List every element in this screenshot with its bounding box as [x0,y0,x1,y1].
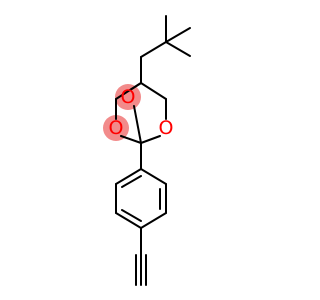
atom-label-oxygen-right: O [159,117,174,139]
bond-left-o-acetal [120,135,142,144]
bond-middle-o-acetal [133,105,142,144]
highlight-o-upper [115,84,141,110]
molecule-canvas: O O O [103,15,191,286]
bicyclic-cage [115,82,167,170]
bond-bridgehead-middle-ch2 [129,82,142,91]
ring-bond-4 [115,212,142,229]
bond-right-o-acetal [140,135,161,144]
highlight-o-left [103,115,129,141]
ring-double-bond-top-left [121,175,142,188]
atom-label-oxygen-left: O [109,117,124,139]
ring-bond-6 [115,168,142,185]
atom-highlights [103,84,141,141]
bond-bridgehead-right-ch2 [140,82,167,100]
bond-cquat-methyl-down [165,41,191,57]
bond-cquat-methyl-right [165,27,191,43]
molecule-structure: O O O [103,15,191,286]
atom-label-oxygen-upper: O [121,86,136,108]
bond-ch2-cquat [140,41,167,58]
ring-bond-1 [140,168,167,185]
atom-labels: O O O [109,86,174,139]
neopentyl-group [140,15,191,84]
ring-double-bond-bottom-left [121,209,142,222]
benzene-ring [115,168,167,229]
ethynyl-group [135,227,147,286]
ring-bond-3 [140,212,167,229]
